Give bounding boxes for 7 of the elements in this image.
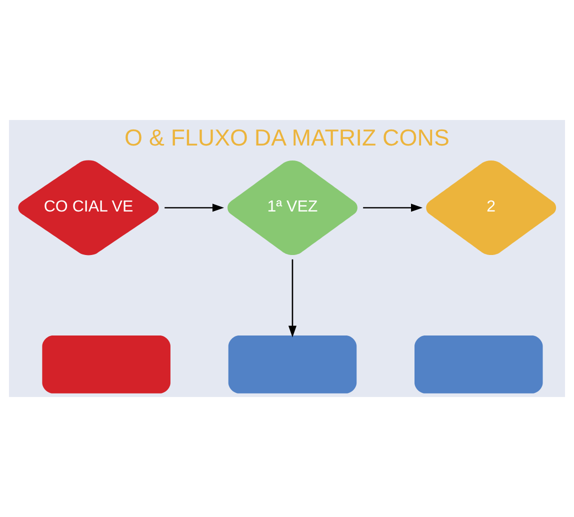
arrow [363, 204, 423, 212]
node-box [228, 336, 357, 394]
node-box [42, 336, 170, 394]
arrow [164, 204, 224, 212]
node-box [414, 336, 543, 394]
diagram-title: O & FLUXO DA MATRIZ CONS [124, 124, 450, 151]
arrow [288, 259, 297, 338]
